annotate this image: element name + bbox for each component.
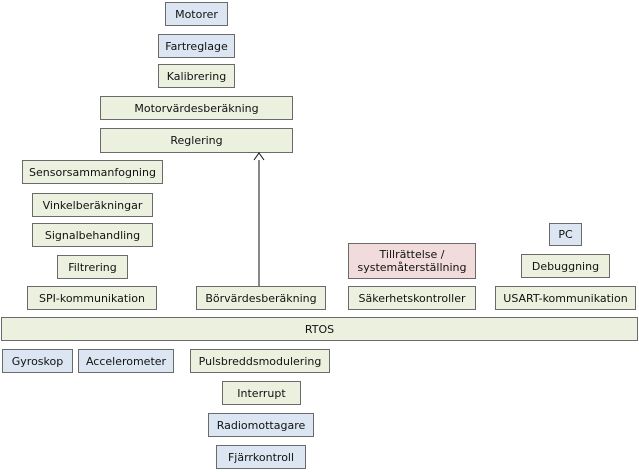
box-debuggning: Debuggning	[521, 254, 610, 278]
box-spi-kommunikation: SPI-kommunikation	[27, 286, 157, 310]
box-motorer: Motorer	[165, 2, 228, 26]
box-reglering: Reglering	[100, 128, 293, 153]
box-motorvardesberakning: Motorvärdesberäkning	[100, 96, 293, 120]
box-usart-kommunikation: USART-kommunikation	[495, 286, 636, 310]
box-vinkelberakningar: Vinkelberäkningar	[32, 193, 153, 217]
box-tillrattelse: Tillrättelse / systemåterställning	[348, 243, 476, 279]
box-rtos: RTOS	[1, 317, 638, 341]
box-filtrering: Filtrering	[57, 255, 128, 279]
box-fartreglage: Fartreglage	[158, 34, 235, 58]
box-pc: PC	[549, 223, 582, 246]
box-signalbehandling: Signalbehandling	[32, 223, 153, 247]
box-fjarrkontroll: Fjärrkontroll	[216, 445, 306, 469]
tillrattelse-line1: Tillrättelse /	[379, 248, 445, 261]
box-kalibrering: Kalibrering	[158, 64, 235, 88]
tillrattelse-line2: systemåterställning	[357, 261, 467, 274]
box-accelerometer: Accelerometer	[78, 349, 174, 373]
arrow-head	[253, 152, 265, 161]
box-gyroskop: Gyroskop	[2, 349, 73, 373]
box-borvardesberakning: Börvärdesberäkning	[196, 286, 326, 310]
box-sensorsammanfogning: Sensorsammanfogning	[22, 160, 163, 184]
box-interrupt: Interrupt	[222, 381, 301, 405]
box-sakerhetskontroller: Säkerhetskontroller	[348, 286, 476, 310]
box-pulsbreddsmodulering: Pulsbreddsmodulering	[190, 349, 330, 373]
box-radiomottagare: Radiomottagare	[208, 413, 314, 437]
